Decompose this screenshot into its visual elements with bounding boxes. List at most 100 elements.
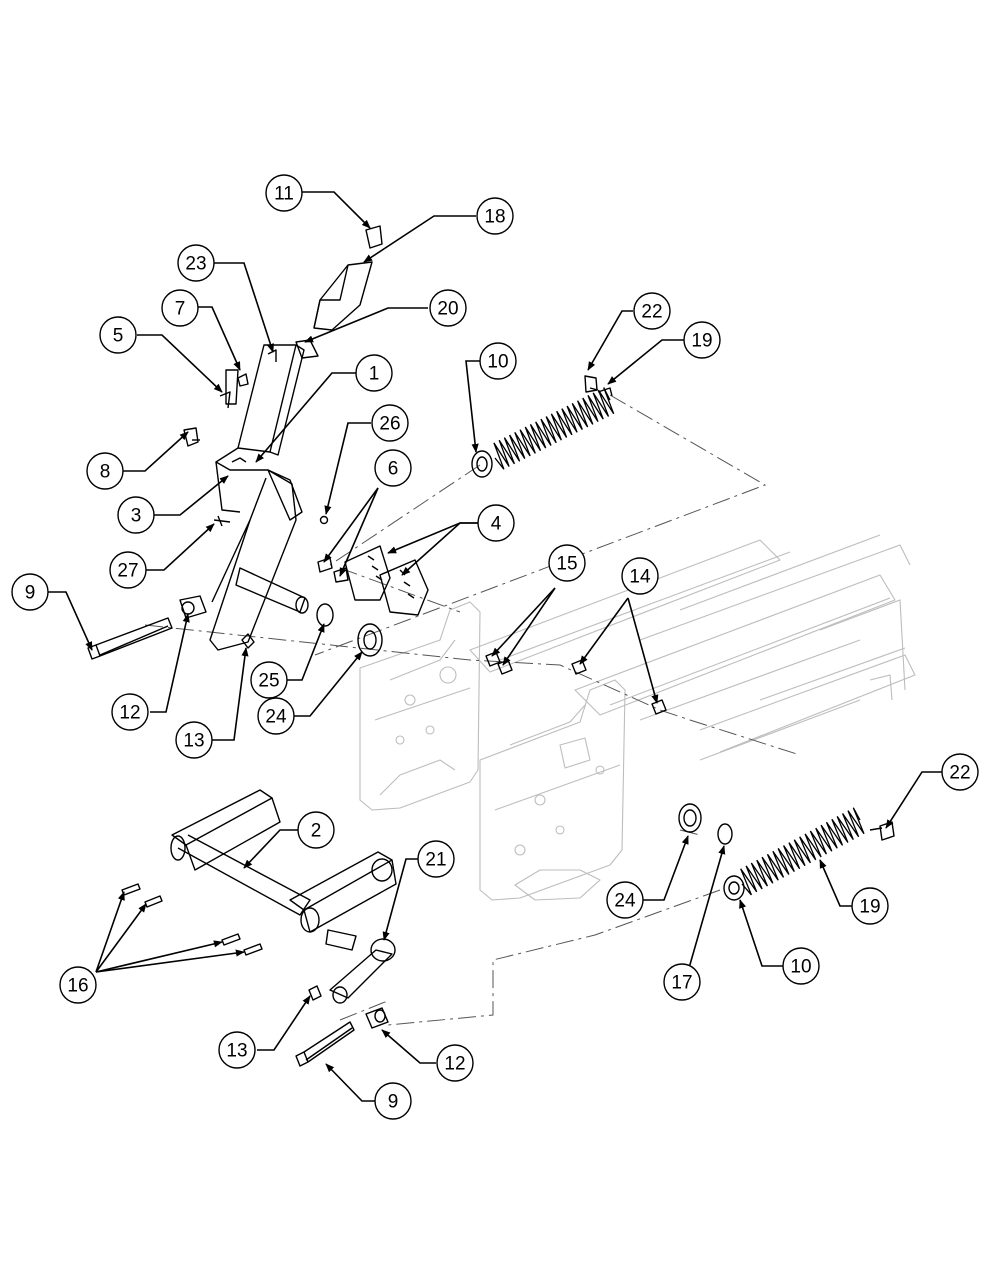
upper-spring xyxy=(471,375,615,478)
callout-26: 26 xyxy=(371,404,409,442)
assembly-axes xyxy=(144,394,801,1026)
leader-lines xyxy=(48,191,942,1102)
callout-circle xyxy=(548,544,586,582)
callout-circle xyxy=(297,811,335,849)
callout-number: 9 xyxy=(25,583,36,604)
callout-number: 5 xyxy=(113,326,124,347)
callout-21: 21 xyxy=(417,840,455,878)
callout-number: 10 xyxy=(790,957,811,978)
callout-number: 17 xyxy=(671,973,692,994)
right-side-plate xyxy=(479,679,626,901)
callout-number: 25 xyxy=(258,671,279,692)
left-side-plate xyxy=(359,601,481,811)
callout-16: 16 xyxy=(59,966,97,1004)
callout-circle xyxy=(417,840,455,878)
callout-circle xyxy=(161,289,199,327)
callout-circle xyxy=(11,573,49,611)
callout-circle xyxy=(851,887,889,925)
callout-number: 7 xyxy=(175,299,186,320)
callout-3: 3 xyxy=(117,496,155,534)
callout-number: 2 xyxy=(311,821,322,842)
callout-circle xyxy=(476,197,514,235)
callout-9: 9 xyxy=(374,1082,412,1120)
handle-assembly xyxy=(209,225,383,651)
callout-19: 19 xyxy=(683,321,721,359)
roll-pins xyxy=(121,883,263,956)
callout-4: 4 xyxy=(477,504,515,542)
callout-circle xyxy=(477,504,515,542)
callout-11: 11 xyxy=(265,174,303,212)
callout-15: 15 xyxy=(548,544,586,582)
callout-8: 8 xyxy=(86,452,124,490)
callout-1: 1 xyxy=(355,354,393,392)
callout-number: 6 xyxy=(388,459,399,480)
callout-number: 3 xyxy=(131,506,142,527)
callout-18: 18 xyxy=(476,197,514,235)
callout-circle xyxy=(374,449,412,487)
callout-6: 6 xyxy=(374,449,412,487)
callout-5: 5 xyxy=(99,316,137,354)
callout-number: 4 xyxy=(491,514,502,535)
callout-10: 10 xyxy=(479,342,517,380)
callout-number: 23 xyxy=(185,254,206,275)
callout-19: 19 xyxy=(851,887,889,925)
callout-circle xyxy=(355,354,393,392)
callout-12: 12 xyxy=(436,1044,474,1082)
callout-number: 20 xyxy=(437,299,458,320)
callout-number: 13 xyxy=(183,731,204,752)
callout-number: 24 xyxy=(265,707,287,728)
callout-number: 26 xyxy=(379,414,400,435)
callout-number: 18 xyxy=(484,207,505,228)
callout-circle xyxy=(663,963,701,1001)
callout-22: 22 xyxy=(633,292,671,330)
callout-number: 1 xyxy=(369,364,380,385)
callout-number: 10 xyxy=(487,352,508,373)
callout-circle xyxy=(59,966,97,1004)
callout-circle xyxy=(117,496,155,534)
callout-circle xyxy=(371,404,409,442)
callout-27: 27 xyxy=(109,551,147,589)
callout-number: 14 xyxy=(629,567,651,588)
callout-number: 22 xyxy=(641,302,662,323)
callout-number: 15 xyxy=(556,554,577,575)
callout-24: 24 xyxy=(257,697,295,735)
callout-9: 9 xyxy=(11,573,49,611)
callout-20: 20 xyxy=(429,289,467,327)
callout-13: 13 xyxy=(175,721,213,759)
callout-24: 24 xyxy=(606,881,644,919)
callout-number: 16 xyxy=(67,976,88,997)
callout-circle xyxy=(111,693,149,731)
callout-circle xyxy=(250,661,288,699)
callout-circle xyxy=(374,1082,412,1120)
callout-number: 27 xyxy=(117,561,138,582)
callout-number: 12 xyxy=(444,1054,465,1075)
callout-number: 8 xyxy=(100,462,111,483)
callout-23: 23 xyxy=(177,244,215,282)
callout-circle xyxy=(175,721,213,759)
callout-14: 14 xyxy=(621,557,659,595)
callout-22: 22 xyxy=(941,753,979,791)
callout-10: 10 xyxy=(782,947,820,985)
callout-circle xyxy=(479,342,517,380)
callout-circle xyxy=(429,289,467,327)
callout-13: 13 xyxy=(218,1031,256,1069)
callout-circle xyxy=(218,1031,256,1069)
callout-circle xyxy=(109,551,147,589)
callout-circle xyxy=(633,292,671,330)
callout-12: 12 xyxy=(111,693,149,731)
callout-number: 19 xyxy=(691,331,712,352)
callout-number: 13 xyxy=(226,1041,247,1062)
callout-circle xyxy=(941,753,979,791)
callout-number: 9 xyxy=(388,1092,399,1113)
callout-2: 2 xyxy=(297,811,335,849)
callout-circle xyxy=(86,452,124,490)
callout-circle xyxy=(436,1044,474,1082)
callout-number: 24 xyxy=(614,891,636,912)
callout-circle xyxy=(265,174,303,212)
frame-rails xyxy=(469,534,916,761)
callout-circle xyxy=(782,947,820,985)
lower-crank xyxy=(170,789,397,1067)
callout-number: 22 xyxy=(949,763,970,784)
